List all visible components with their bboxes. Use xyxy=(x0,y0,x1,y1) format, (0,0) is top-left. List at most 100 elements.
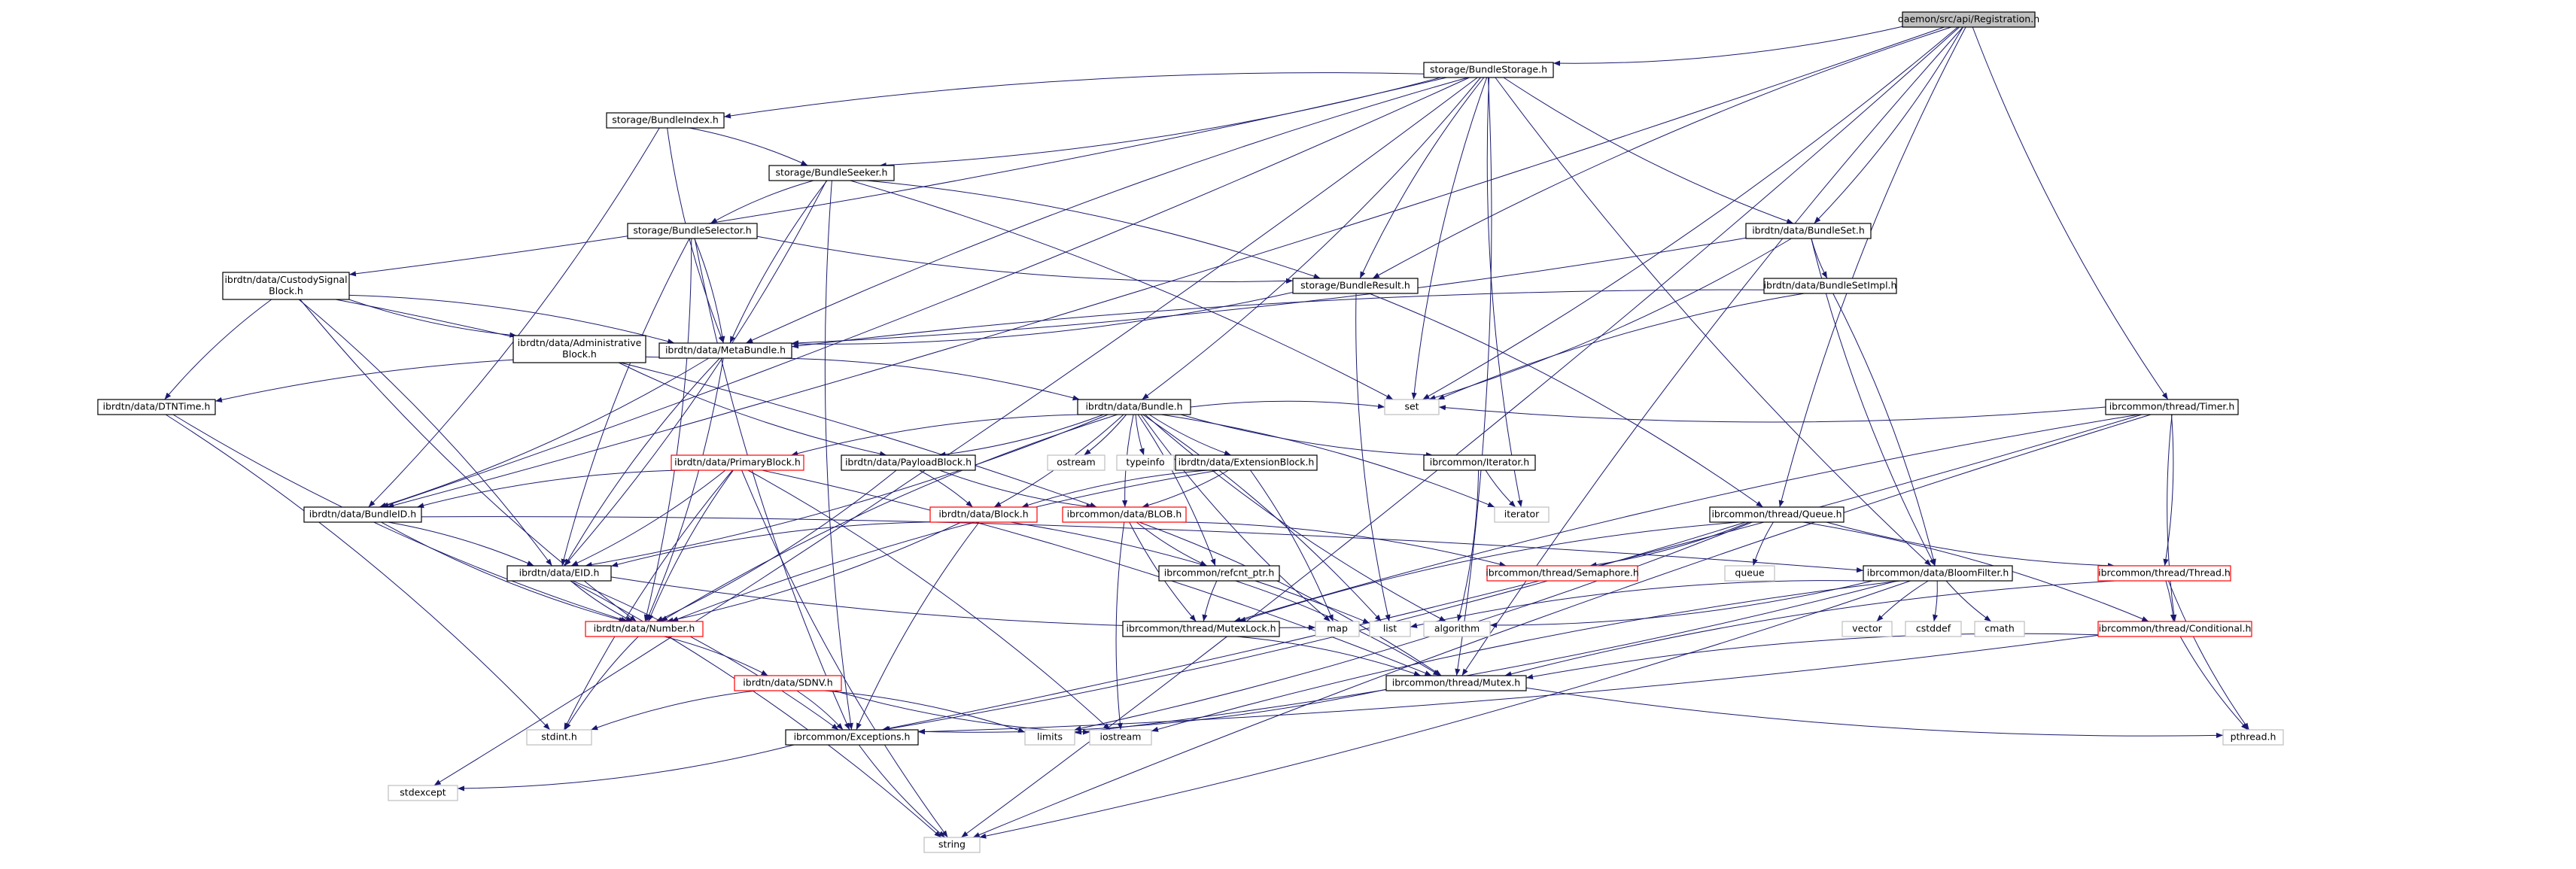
node-box-iostream xyxy=(1089,729,1152,746)
node-Exceptions[interactable]: ibrcommon/Exceptions.h xyxy=(785,729,919,746)
node-Number[interactable]: ibrdtn/data/Number.h xyxy=(585,621,704,637)
node-Thread[interactable]: ibrcommon/thread/Thread.h xyxy=(2097,565,2231,582)
edge-PayloadBlock-to-Number xyxy=(655,469,897,622)
node-box-Exceptions xyxy=(785,729,919,746)
node-box-stdexcept xyxy=(388,785,458,801)
edge-Bundle-to-refcnt xyxy=(1137,414,1216,567)
node-EID[interactable]: ibrdtn/data/EID.h xyxy=(506,565,612,582)
node-BundleSelector[interactable]: storage/BundleSelector.h xyxy=(627,223,758,239)
edge-BundleStorage-to-MetaBundle xyxy=(745,77,1468,344)
edge-Number-to-SDNV xyxy=(664,636,768,676)
node-box-Timer xyxy=(2105,399,2239,415)
node-box-BloomFilter xyxy=(1863,565,2013,582)
edge-root-to-BundleSet xyxy=(1814,26,1963,224)
node-stdexcept: stdexcept xyxy=(388,785,458,801)
node-BundleSeeker[interactable]: storage/BundleSeeker.h xyxy=(768,165,895,181)
node-Mutex[interactable]: ibrcommon/thread/Mutex.h xyxy=(1385,675,1527,691)
edge-Queue-to-limits xyxy=(1074,521,1753,731)
edge-BundleSeeker-to-set xyxy=(850,180,1394,400)
node-Semaphore[interactable]: ibrcommon/thread/Semaphore.h xyxy=(1486,565,1639,582)
node-algorithm: algorithm xyxy=(1423,621,1491,637)
edge-BundleResult-to-MetaBundle xyxy=(791,292,1294,347)
node-cstddef: cstddef xyxy=(1905,621,1962,637)
node-label-Timer: ibrcommon/thread/Timer.h xyxy=(2109,401,2235,412)
edge-CustodySignal-to-DTNTime xyxy=(164,299,272,400)
node-label-MetaBundle: ibrdtn/data/MetaBundle.h xyxy=(665,345,786,356)
edge-Mutex-to-pthread xyxy=(1525,687,2224,739)
edge-Bundle-to-typeinfo xyxy=(1135,414,1145,456)
edge-BundleSetImpl-to-set xyxy=(1437,293,1805,400)
node-Block[interactable]: ibrdtn/data/Block.h xyxy=(929,506,1038,523)
node-PayloadBlock[interactable]: ibrdtn/data/PayloadBlock.h xyxy=(841,454,976,471)
node-box-BundleSelector xyxy=(627,223,758,239)
node-label-stdexcept: stdexcept xyxy=(400,787,446,798)
node-root[interactable]: daemon/src/api/Registration.h xyxy=(1898,11,2039,28)
node-BundleIndex[interactable]: storage/BundleIndex.h xyxy=(606,112,725,129)
node-label-SDNV: ibrdtn/data/SDNV.h xyxy=(743,677,832,688)
edge-Timer-to-Exceptions xyxy=(881,414,2143,731)
node-ExtensionBlock[interactable]: ibrdtn/data/ExtensionBlock.h xyxy=(1175,454,1318,471)
node-label-string: string xyxy=(938,839,966,850)
edge-Block-to-Number xyxy=(666,521,962,623)
node-refcnt[interactable]: ibrcommon/refcnt_ptr.h xyxy=(1158,565,1280,582)
edge-Queue-to-Conditional xyxy=(1802,521,2149,622)
edge-SDNV-to-limits xyxy=(824,690,1026,733)
node-label-queue: queue xyxy=(1735,567,1764,579)
edge-ExtensionBlock-to-map xyxy=(1250,469,1334,622)
edge-Number-to-stdint xyxy=(564,636,639,731)
node-box-BundleResult xyxy=(1292,278,1419,294)
edge-Bundle-to-PayloadBlock xyxy=(938,414,1104,457)
node-BLOB[interactable]: ibrcommon/data/BLOB.h xyxy=(1062,506,1187,523)
node-pthread: pthread.h xyxy=(2222,729,2284,746)
node-iostream: iostream xyxy=(1089,729,1152,746)
node-Queue[interactable]: ibrcommon/thread/Queue.h xyxy=(1709,506,1845,523)
edge-CustodySignal-to-EID xyxy=(298,299,552,567)
node-label-Conditional: ibrcommon/thread/Conditional.h xyxy=(2099,623,2252,634)
edge-BundleSet-to-BundleSetImpl xyxy=(1811,238,1828,279)
node-box-BundleIndex xyxy=(606,112,725,129)
node-label-limits: limits xyxy=(1037,731,1063,743)
node-BloomFilter[interactable]: ibrcommon/data/BloomFilter.h xyxy=(1863,565,2013,582)
node-PrimaryBlock[interactable]: ibrdtn/data/PrimaryBlock.h xyxy=(671,454,804,471)
edge-PrimaryBlock-to-BundleID xyxy=(417,469,683,509)
node-BundleSetImpl[interactable]: ibrdtn/data/BundleSetImpl.h xyxy=(1763,278,1897,294)
edge-refcnt-to-MutexLock xyxy=(1202,580,1218,622)
edge-BloomFilter-to-cstddef xyxy=(1933,580,1939,622)
node-label-iterator: iterator xyxy=(1504,509,1540,520)
node-BundleID[interactable]: ibrdtn/data/BundleID.h xyxy=(303,506,422,523)
edge-BundleStorage-to-Bundle xyxy=(1142,77,1481,400)
node-Timer[interactable]: ibrcommon/thread/Timer.h xyxy=(2105,399,2239,415)
edge-PrimaryBlock-to-Number xyxy=(648,469,734,622)
node-BundleSet[interactable]: ibrdtn/data/BundleSet.h xyxy=(1745,223,1872,239)
node-BundleStorage[interactable]: storage/BundleStorage.h xyxy=(1423,62,1554,78)
node-label-CustodySignal: Block.h xyxy=(269,285,303,296)
node-box-BundleSeeker xyxy=(768,165,895,181)
edge-MetaBundle-to-BundleID xyxy=(379,357,710,508)
node-MetaBundle[interactable]: ibrdtn/data/MetaBundle.h xyxy=(658,342,792,359)
node-label-BundleID: ibrdtn/data/BundleID.h xyxy=(309,509,416,520)
node-Iterator[interactable]: ibrcommon/Iterator.h xyxy=(1423,454,1536,471)
edge-BundleSeeker-to-Exceptions xyxy=(824,180,853,731)
node-label-cstddef: cstddef xyxy=(1916,623,1951,634)
node-DTNTime[interactable]: ibrdtn/data/DTNTime.h xyxy=(97,399,216,415)
edge-BundleSetImpl-to-BloomFilter xyxy=(1832,293,1936,567)
node-label-EID: ibrdtn/data/EID.h xyxy=(519,567,600,579)
node-SDNV[interactable]: ibrdtn/data/SDNV.h xyxy=(734,675,842,691)
edge-MetaBundle-to-Number xyxy=(646,357,724,622)
node-Conditional[interactable]: ibrcommon/thread/Conditional.h xyxy=(2097,621,2252,637)
edge-BundleSeeker-to-EID xyxy=(564,180,827,567)
node-MutexLock[interactable]: ibrcommon/thread/MutexLock.h xyxy=(1122,621,1280,637)
node-BundleResult[interactable]: storage/BundleResult.h xyxy=(1292,278,1419,294)
node-label-BundleResult: storage/BundleResult.h xyxy=(1300,280,1410,291)
node-label-BundleSeeker: storage/BundleSeeker.h xyxy=(776,167,888,178)
edge-Block-to-Exceptions xyxy=(856,521,980,731)
edge-BundleStorage-to-CustodySignal xyxy=(348,77,1447,277)
edge-BloomFilter-to-limits xyxy=(1074,580,1898,735)
edge-BundleStorage-to-BundleSeeker xyxy=(879,77,1441,169)
node-label-set: set xyxy=(1404,401,1419,412)
node-Bundle[interactable]: ibrdtn/data/Bundle.h xyxy=(1077,399,1191,415)
edge-BundleStorage-to-set xyxy=(1411,77,1488,400)
node-label-ostream: ostream xyxy=(1057,457,1095,468)
